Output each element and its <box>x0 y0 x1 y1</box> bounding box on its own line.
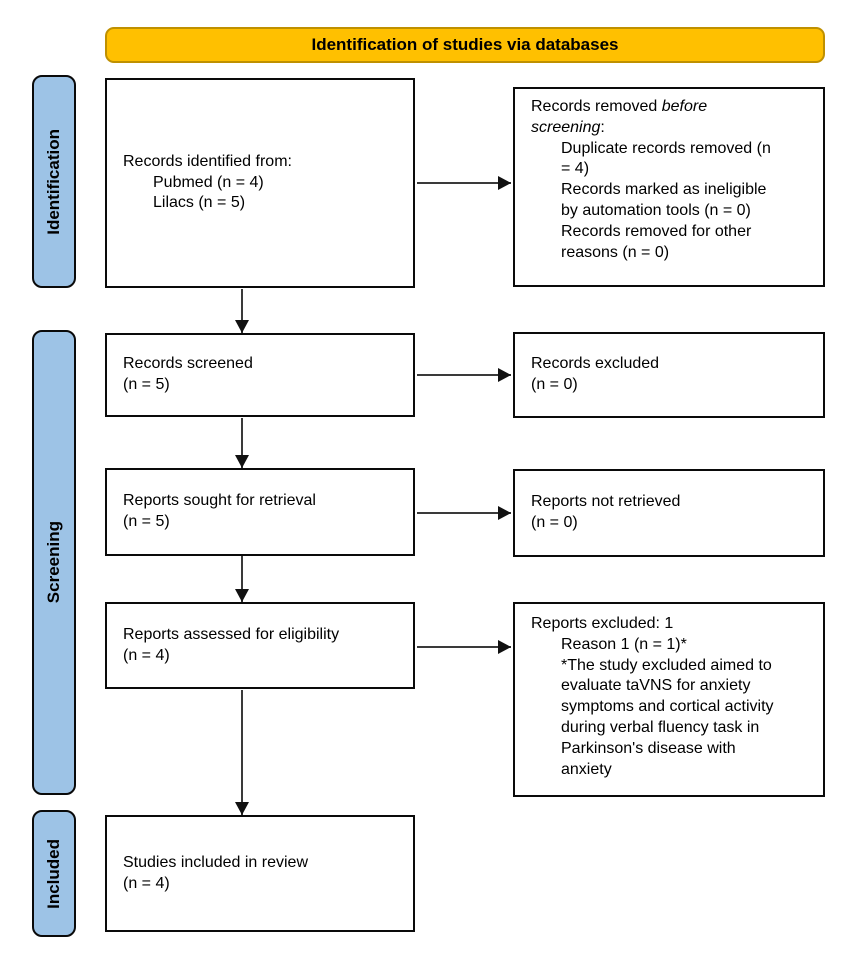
box-reports-not-retrieved: Reports not retrieved (n = 0) <box>513 469 825 557</box>
arrow-right-icon <box>417 182 511 184</box>
box-reports-excluded: Reports excluded: 1 Reason 1 (n = 1)* *T… <box>513 602 825 797</box>
box-records-identified: Records identified from: Pubmed (n = 4) … <box>105 78 415 288</box>
records-screened-count: (n = 5) <box>123 376 170 393</box>
stage-included: Included <box>32 810 76 937</box>
reports-sought-line1: Reports sought for retrieval <box>123 492 316 510</box>
reports-sought-count: (n = 5) <box>123 513 170 530</box>
arrow-down-icon <box>241 690 243 815</box>
box-records-removed: Records removed before screening: Duplic… <box>513 87 825 287</box>
records-identified-title: Records identified from: <box>123 152 292 170</box>
arrow-down-icon <box>241 289 243 333</box>
box-records-excluded: Records excluded (n = 0) <box>513 332 825 418</box>
stage-screening-label: Screening <box>44 521 63 604</box>
reports-assessed-line1: Reports assessed for eligibility <box>123 625 340 643</box>
records-screened-line1: Records screened <box>123 355 253 373</box>
records-removed-item-duplicates: Duplicate records removed (n = 4) <box>561 139 771 178</box>
arrow-right-icon <box>417 512 511 514</box>
stage-screening: Screening <box>32 330 76 795</box>
stage-included-label: Included <box>44 838 63 909</box>
arrow-down-icon <box>241 556 243 602</box>
records-removed-title-italic: before screening <box>531 98 708 136</box>
records-removed-title-suffix: : <box>600 118 605 136</box>
banner-title: Identification of studies via databases <box>311 35 619 54</box>
reports-excluded-reason: Reason 1 (n = 1)* <box>561 635 687 653</box>
records-removed-title: Records removed before screening: <box>531 97 763 139</box>
reports-excluded-footnote: *The study excluded aimed to evaluate ta… <box>561 656 774 778</box>
reports-not-retrieved-line1: Reports not retrieved <box>531 493 681 511</box>
studies-included-count: (n = 4) <box>123 874 170 892</box>
records-excluded-count: (n = 0) <box>531 376 578 393</box>
arrow-right-icon <box>417 646 511 648</box>
stage-identification-label: Identification <box>44 128 63 235</box>
box-reports-sought: Reports sought for retrieval (n = 5) <box>105 468 415 556</box>
box-reports-assessed: Reports assessed for eligibility (n = 4) <box>105 602 415 689</box>
box-studies-included: Studies included in review (n = 4) <box>105 815 415 932</box>
reports-assessed-count: (n = 4) <box>123 646 170 664</box>
reports-excluded-title: Reports excluded: 1 <box>531 615 674 632</box>
studies-included-line1: Studies included in review <box>123 853 308 871</box>
records-identified-item-lilacs: Lilacs (n = 5) <box>153 194 246 212</box>
arrow-right-icon <box>417 374 511 376</box>
arrow-down-icon <box>241 418 243 468</box>
records-identified-item-pubmed: Pubmed (n = 4) <box>153 173 264 191</box>
records-removed-item-automation: Records marked as ineligible by automati… <box>561 181 767 219</box>
stage-identification: Identification <box>32 75 76 288</box>
box-records-screened: Records screened (n = 5) <box>105 333 415 417</box>
records-removed-item-other: Records removed for other reasons (n = 0… <box>561 222 752 261</box>
databases-banner: Identification of studies via databases <box>105 27 825 63</box>
reports-not-retrieved-count: (n = 0) <box>531 514 578 531</box>
records-removed-title-prefix: Records removed <box>531 98 662 115</box>
records-excluded-line1: Records excluded <box>531 355 660 373</box>
